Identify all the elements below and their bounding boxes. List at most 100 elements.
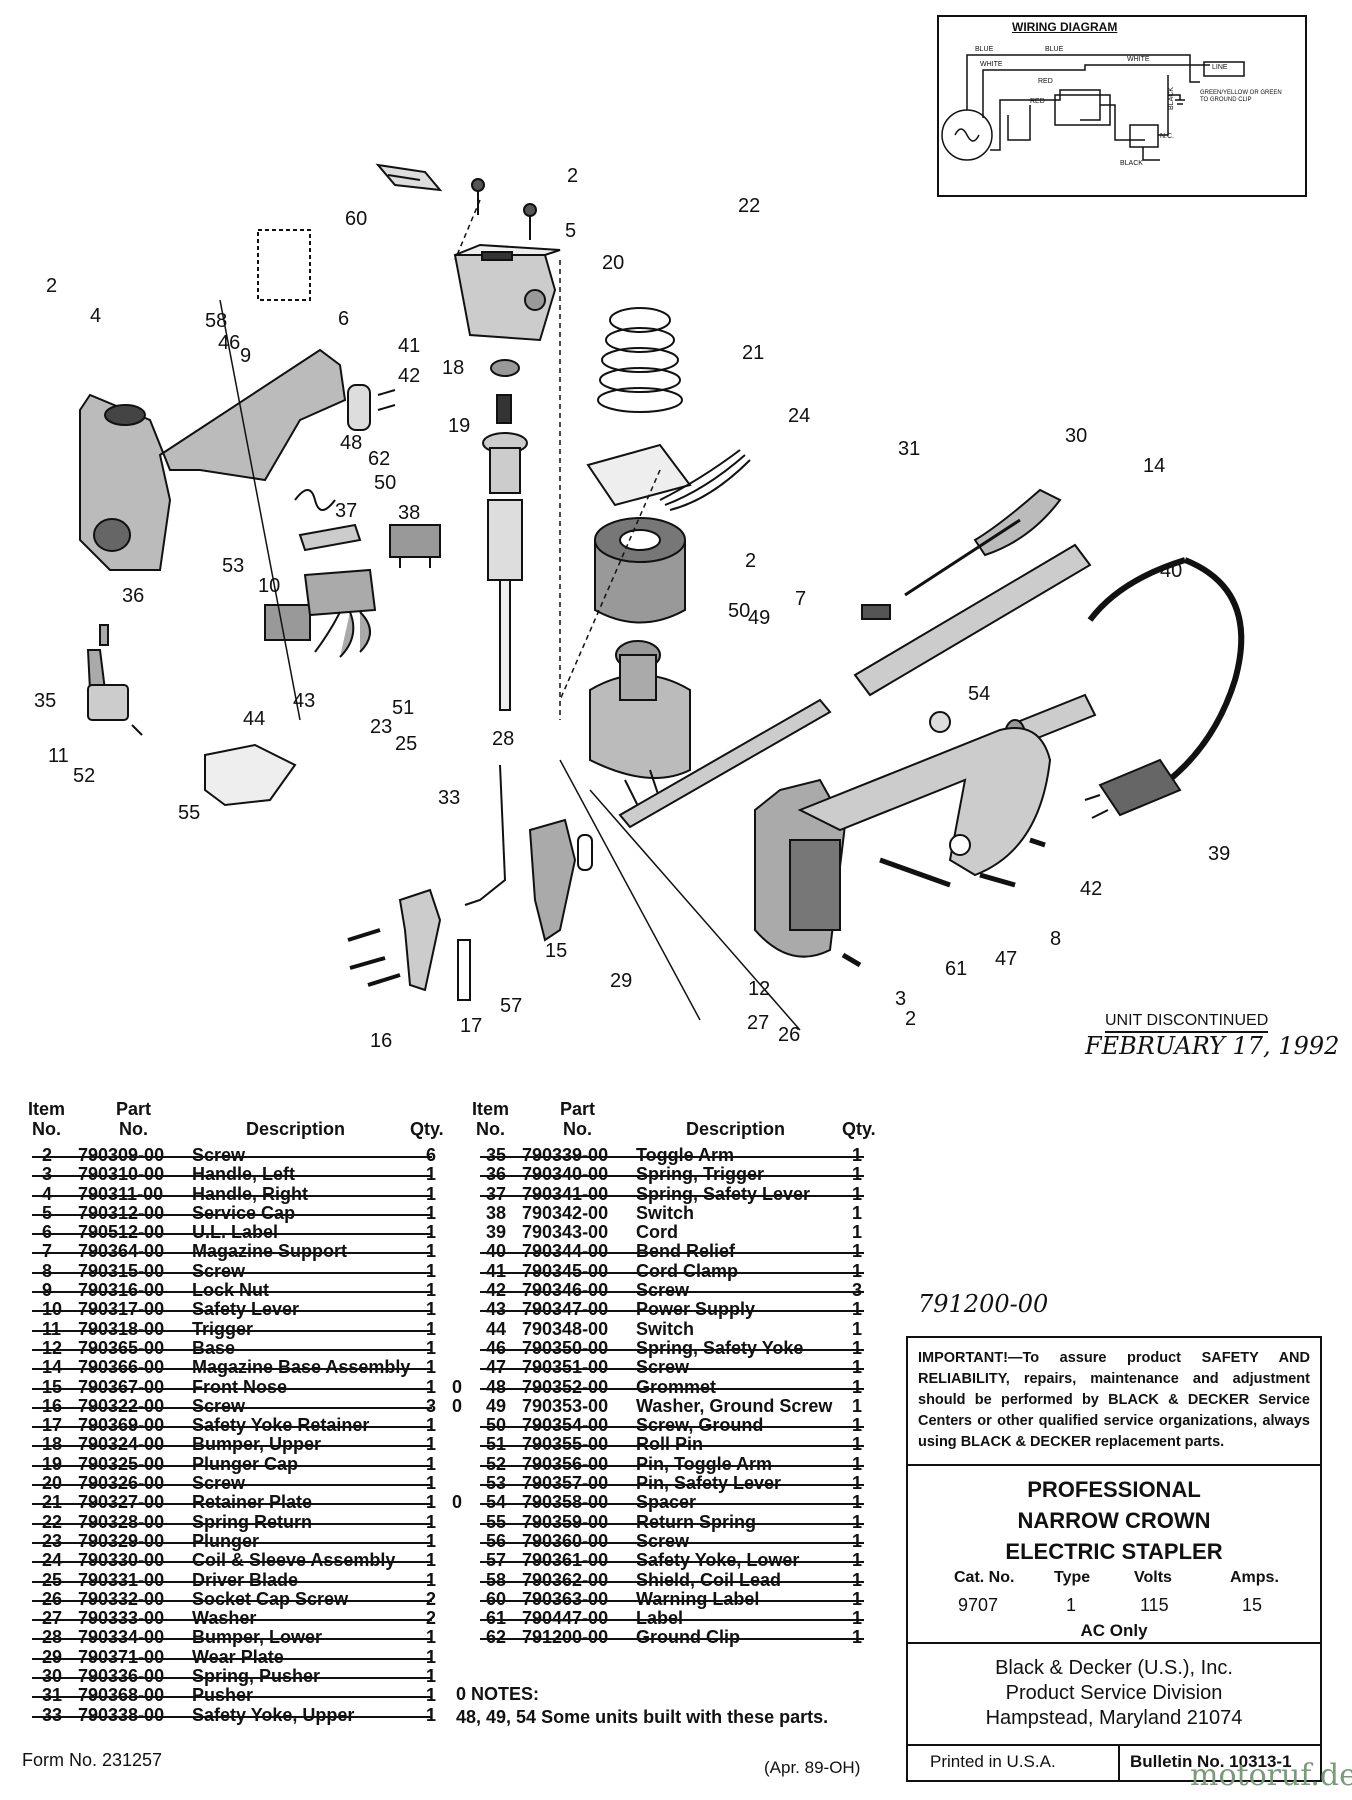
strike-through-line (480, 1580, 864, 1583)
cell-qty: 1 (852, 1337, 863, 1358)
cell-item: 26 (42, 1588, 63, 1609)
header-description: Description (686, 1119, 786, 1139)
cell-part: 790344-00 (522, 1241, 609, 1262)
cell-desc: Front Nose (192, 1376, 288, 1397)
callout-10: 10 (258, 575, 281, 597)
callout-12: 12 (748, 978, 771, 1000)
cell-item: 62 (486, 1627, 507, 1648)
strike-through-line (480, 1387, 864, 1390)
strike-through-line (32, 1580, 432, 1583)
cell-desc: Shield, Coil Lead (636, 1569, 782, 1590)
cell-item: 4 (42, 1183, 53, 1204)
cell-part: 790358-00 (522, 1492, 609, 1513)
callout-49: 49 (748, 607, 771, 629)
strike-through-line (480, 1445, 864, 1448)
header-part: Part (116, 1099, 152, 1119)
cell-item: 20 (42, 1473, 63, 1494)
cell-desc: Wear Plate (192, 1646, 284, 1667)
cell-item: 48 (486, 1376, 507, 1397)
cell-item: 33 (42, 1704, 63, 1725)
cell-item: 57 (486, 1550, 507, 1571)
printed-in: Printed in U.S.A. (930, 1752, 1056, 1771)
wire-label: BLUE (1045, 46, 1064, 53)
callout-27: 27 (747, 1012, 770, 1034)
cell-qty: 1 (852, 1318, 863, 1339)
spec-cat-no: 9707 (958, 1595, 999, 1615)
strike-through-line (480, 1291, 864, 1294)
leader-lines (219, 199, 801, 1031)
cell-item: 23 (42, 1530, 63, 1551)
cell-item: 41 (486, 1260, 507, 1281)
strike-through-line (32, 1657, 432, 1660)
strike-through-line (32, 1368, 432, 1371)
cell-part: 790311-00 (78, 1183, 164, 1204)
cell-desc: Magazine Base Assembly (192, 1357, 411, 1378)
part-33-safety-yoke-upper (464, 764, 507, 906)
strike-through-line (32, 1175, 432, 1178)
cell-item: 50 (486, 1415, 507, 1436)
cell-item: 24 (42, 1550, 63, 1571)
part-60-warning-label (375, 163, 443, 192)
cell-part: 790331-00 (78, 1569, 165, 1590)
cell-part: 790334-00 (78, 1627, 165, 1648)
watermark: motoruf.de (1190, 1758, 1352, 1793)
callout-22: 22 (738, 195, 761, 217)
cell-desc: Warning Label (636, 1588, 760, 1609)
strike-through-line (480, 1348, 864, 1351)
cell-item: 28 (42, 1627, 63, 1648)
cell-part: 790345-00 (522, 1260, 609, 1281)
cell-qty: 1 (852, 1569, 863, 1590)
cell-item: 19 (42, 1453, 63, 1474)
cell-item: 42 (486, 1280, 507, 1301)
strike-through-line (32, 1271, 432, 1274)
header-item-no: No. (476, 1119, 505, 1139)
wire-label: GREEN/YELLOW OR GREEN TO GROUND CLIP (1200, 90, 1282, 103)
cell-item: 8 (42, 1260, 53, 1281)
table-header: Item No. Part No. Description Qty. (24, 1099, 464, 1146)
callout-62: 62 (368, 448, 391, 470)
strike-through-line (480, 1484, 864, 1487)
cell-part: 790357-00 (522, 1473, 609, 1494)
callout-55: 55 (178, 802, 201, 824)
bulletin-no: Bulletin No. 10313-1 (1130, 1752, 1292, 1771)
cell-part: 790347-00 (522, 1299, 609, 1320)
cell-desc: Safety Lever (192, 1299, 300, 1320)
cell-desc: Cord (636, 1222, 678, 1243)
product-line-2: NARROW CROWN (1017, 1508, 1211, 1533)
callout-54: 54 (968, 683, 991, 705)
callout-2: 2 (46, 275, 58, 297)
strike-through-line (480, 1561, 864, 1564)
strike-through-line (480, 1522, 864, 1525)
part-2-screw-bottom (841, 952, 862, 968)
callout-24: 24 (788, 405, 811, 427)
cell-part: 790364-00 (78, 1241, 165, 1262)
part-4-handle-right (79, 348, 347, 571)
cell-part: 790318-00 (78, 1318, 165, 1339)
cell-part: 790310-00 (78, 1164, 165, 1185)
cell-qty: 1 (426, 1704, 437, 1725)
cell-desc: Driver Blade (192, 1569, 299, 1590)
cell-desc: Trigger (192, 1318, 254, 1339)
part-2-screws-top (471, 178, 537, 240)
callout-35: 35 (34, 690, 57, 712)
part-42-screw-b (1029, 837, 1046, 848)
part-14-magazine-base (853, 488, 1092, 697)
strike-through-line (32, 1677, 432, 1680)
cell-desc: Switch (636, 1318, 695, 1339)
cell-desc: Safety Yoke Retainer (192, 1415, 370, 1436)
callout-50: 50 (374, 472, 397, 494)
cell-part: 790354-00 (522, 1415, 609, 1436)
cell-desc: Screw (192, 1473, 246, 1494)
